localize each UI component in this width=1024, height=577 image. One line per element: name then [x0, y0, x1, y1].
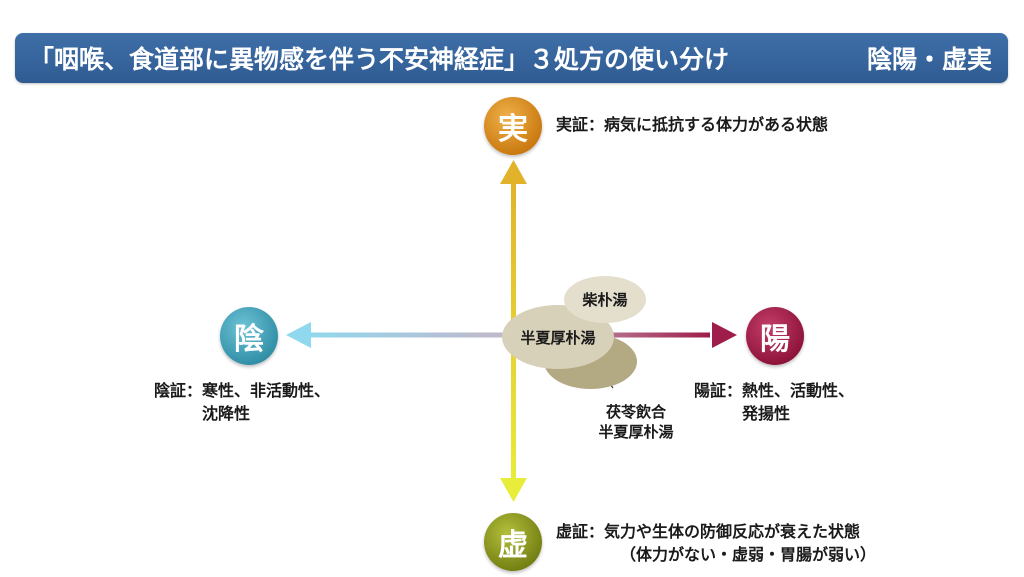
- in-description-line2: 沈降性: [202, 404, 251, 423]
- yo-description-line1: 陽証：熱性、活動性、: [694, 381, 855, 400]
- pole-yo-icon: 陽: [746, 307, 804, 365]
- page-title: 「咽喉、食道部に異物感を伴う不安神経症」３処方の使い分け: [29, 45, 730, 74]
- yo-description-line2: 発揚性: [742, 404, 791, 423]
- hange-koboku-label: 半夏厚朴湯: [520, 328, 596, 347]
- yo-description: 陽証：熱性、活動性、 発揚性: [694, 379, 854, 425]
- arrow-down-head: [500, 478, 527, 502]
- in-description: 陰証：寒性、非活動性、 沈降性: [154, 379, 330, 425]
- kyo-description-line2: （体力がない・虚弱・胃腸が弱い）: [620, 545, 877, 564]
- bukuryo-label: 茯苓飲合 半夏厚朴湯: [581, 402, 691, 442]
- saiboku-label: 柴朴湯: [582, 291, 628, 309]
- arrow-right-head: [712, 322, 737, 348]
- arrow-up-head: [500, 160, 527, 184]
- pole-kyo-icon: 虚: [484, 513, 542, 571]
- bukuryo-label-line2: 半夏厚朴湯: [598, 423, 674, 441]
- in-description-line1: 陰証：寒性、非活動性、: [154, 381, 331, 400]
- pole-jitsu-icon: 実: [484, 97, 542, 155]
- arrow-left-head: [286, 322, 311, 348]
- title-bar: 「咽喉、食道部に異物感を伴う不安神経症」３処方の使い分け 陰陽・虚実: [15, 33, 1008, 83]
- saiboku-ellipse: 柴朴湯: [564, 276, 646, 323]
- bukuryo-label-line1: 茯苓飲合: [605, 403, 666, 421]
- hange-koboku-ellipse: 半夏厚朴湯: [502, 305, 614, 369]
- kyo-description: 虚証：気力や生体の防御反応が衰えた状態 （体力がない・虚弱・胃腸が弱い）: [556, 520, 876, 566]
- kyo-description-line1: 虚証：気力や生体の防御反応が衰えた状態: [556, 522, 861, 541]
- pole-in-icon: 陰: [220, 307, 278, 365]
- jitsu-description: 実証：病気に抵抗する体力がある状態: [556, 115, 829, 134]
- page-subtitle: 陰陽・虚実: [866, 45, 992, 74]
